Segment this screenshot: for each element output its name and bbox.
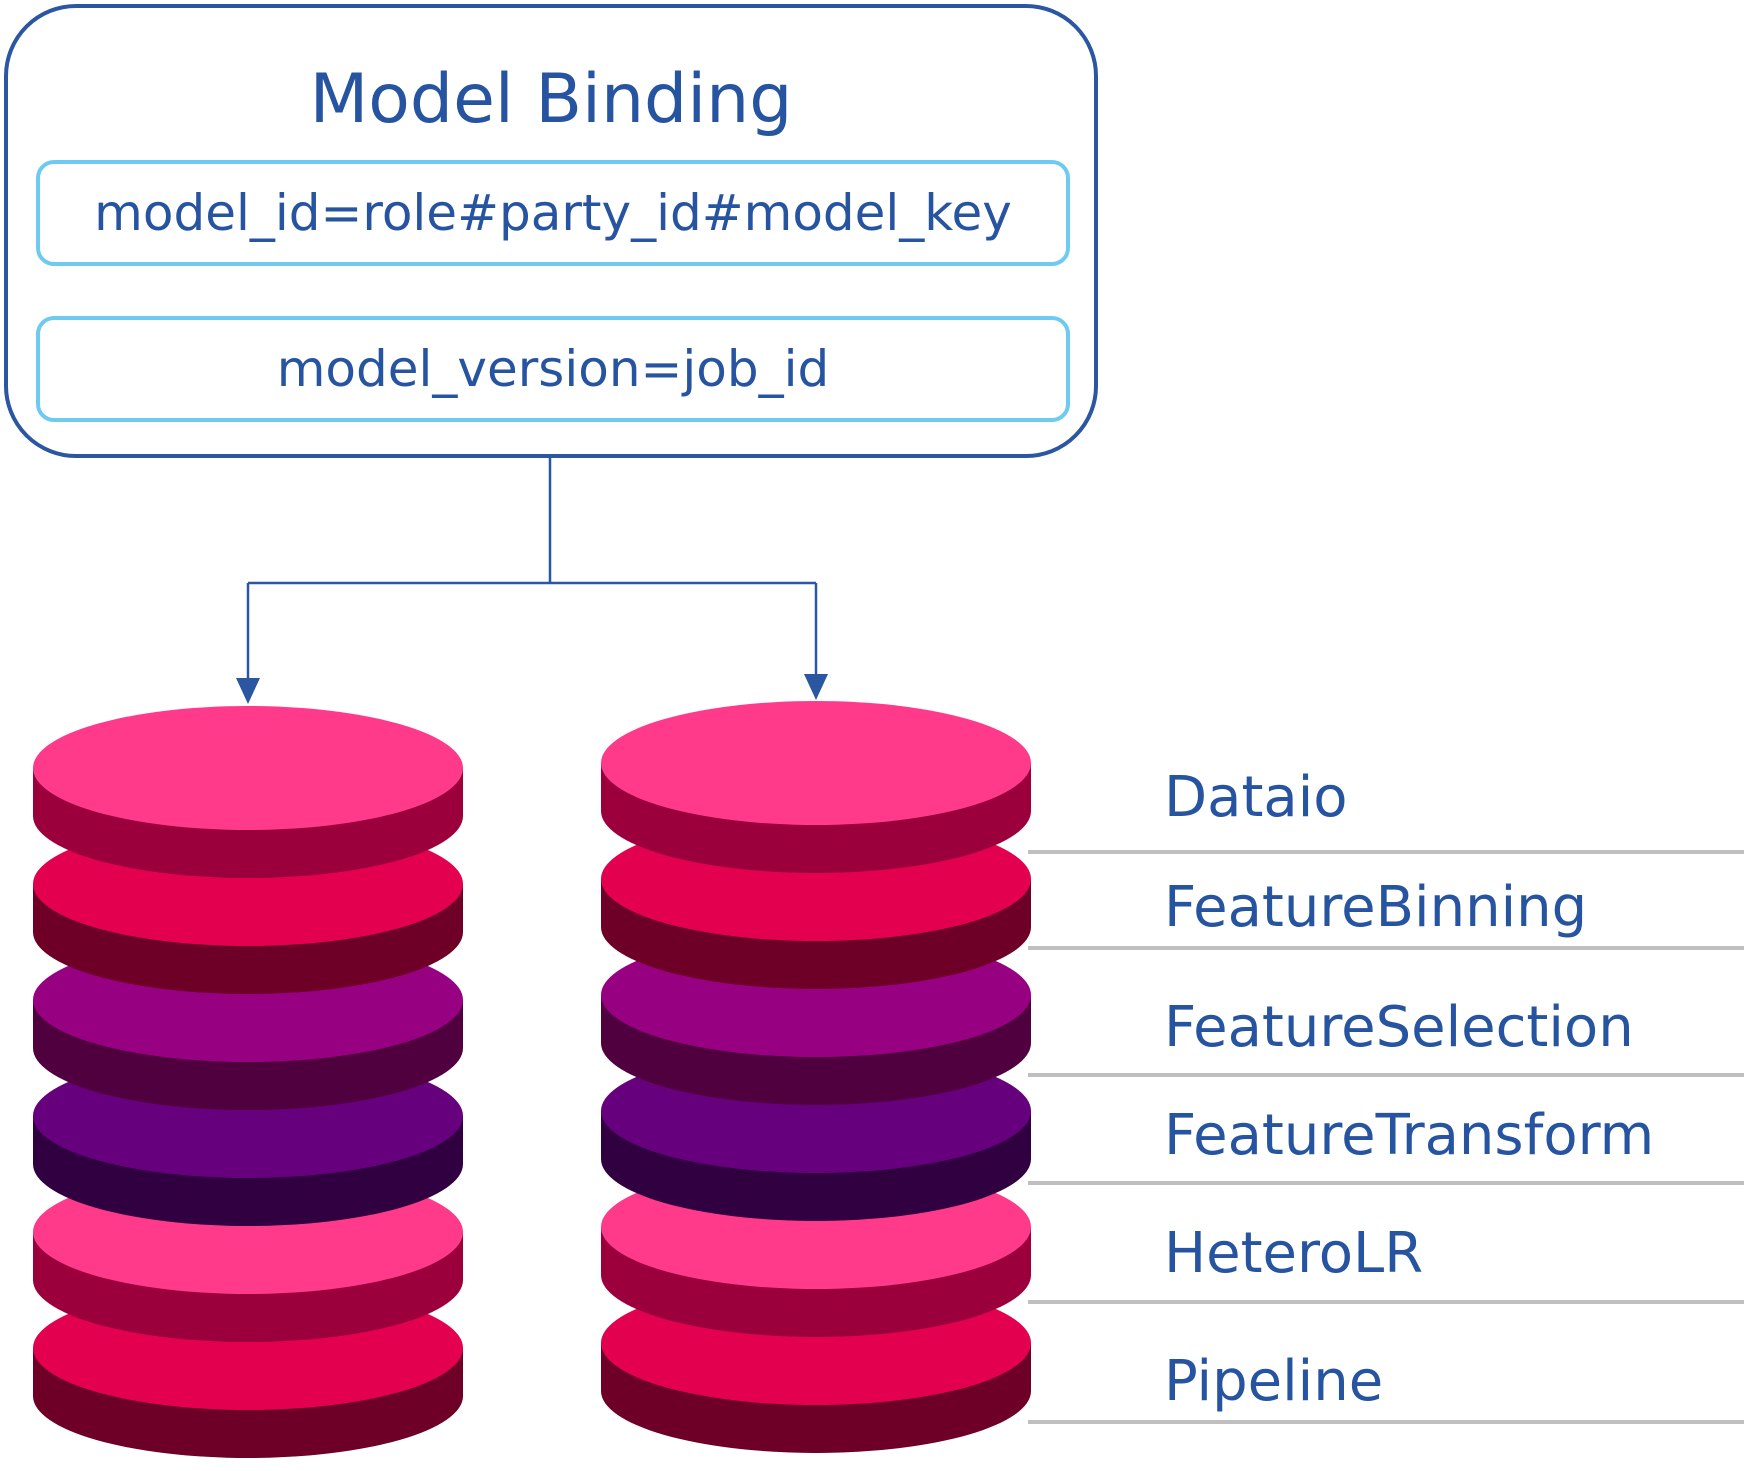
model-id-text: model_id=role#party_id#model_key <box>94 184 1012 242</box>
model-id-field: model_id=role#party_id#model_key <box>36 160 1070 266</box>
layer-separators <box>1028 850 1744 1424</box>
layer-label-2: FeatureSelection <box>1164 995 1634 1060</box>
model-binding-title: Model Binding <box>309 60 793 139</box>
layer-label-1: FeatureBinning <box>1164 875 1588 940</box>
layer-label-5: Pipeline <box>1164 1349 1384 1414</box>
model-version-field: model_version=job_id <box>36 316 1070 422</box>
disc-layer-left-0 <box>33 706 463 878</box>
layer-label-3: FeatureTransform <box>1164 1103 1655 1168</box>
layer-label-0: Dataio <box>1164 765 1348 830</box>
model-stack-left <box>33 706 463 1458</box>
arrow-left-icon <box>236 678 260 704</box>
model-binding-card: Model Binding model_id=role#party_id#mod… <box>4 4 1098 458</box>
arrow-right-icon <box>804 674 828 700</box>
model-stack-right <box>601 701 1031 1453</box>
layer-label-4: HeteroLR <box>1164 1221 1424 1286</box>
model-version-text: model_version=job_id <box>276 340 830 398</box>
connector-lines <box>236 458 828 704</box>
disc-layer-right-0 <box>601 701 1031 873</box>
connector-path <box>246 458 818 680</box>
